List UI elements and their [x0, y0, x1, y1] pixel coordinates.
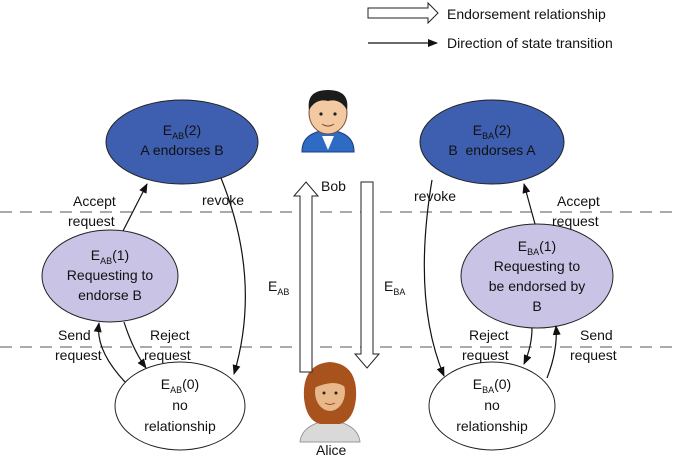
state-eab-0-line2: no: [172, 397, 188, 413]
state-eab-2-name: EAB(2): [163, 122, 201, 141]
arrow-ba-revoke: [423, 179, 445, 377]
label-ab-reject-1: Reject: [150, 327, 190, 343]
label-ba-send-1: Send: [580, 327, 613, 343]
legend-endorsement-label: Endorsement relationship: [447, 6, 606, 22]
state-eab-1-line3: endorse B: [78, 287, 142, 303]
state-eba-0-line3: relationship: [456, 418, 528, 434]
state-eba-0-name: EBA(0): [473, 376, 511, 395]
state-eab-0: EAB(0) no relationship: [114, 361, 246, 451]
state-eba-1-line4: B: [532, 298, 541, 314]
state-eba-2: EBA(2) B endorses A: [419, 99, 565, 185]
state-eba-1: EBA(1) Requesting to be endorsed by B: [460, 223, 614, 329]
label-ba-revoke: revoke: [414, 188, 456, 204]
state-eab-1-name: EAB(1): [91, 247, 129, 266]
label-ba-send-2: request: [570, 347, 617, 363]
label-ab-send-1: Send: [58, 327, 91, 343]
label-ba-accept-2: request: [552, 213, 599, 229]
state-eba-0: EBA(0) no relationship: [428, 361, 556, 451]
state-eab-0-name: EAB(0): [161, 376, 199, 395]
state-eab-1: EAB(1) Requesting to endorse B: [41, 229, 179, 323]
state-eba-2-name: EBA(2): [473, 122, 511, 141]
state-eba-2-desc: B endorses A: [448, 142, 536, 158]
legend-transition-label: Direction of state transition: [447, 35, 613, 51]
arrow-ab-accept: [122, 183, 148, 232]
label-eba: EBA: [384, 278, 405, 297]
legend: Endorsement relationship Direction of st…: [367, 1, 613, 51]
arrow-ba-reject: [523, 327, 533, 365]
state-eba-0-line2: no: [484, 397, 500, 413]
state-eba-1-line2: Requesting to: [494, 258, 581, 274]
label-ab-revoke: revoke: [202, 192, 244, 208]
label-ba-reject-1: Reject: [469, 327, 509, 343]
arrow-ab-send: [93, 322, 126, 383]
endorsement-arrow-eba: [353, 181, 381, 369]
state-eab-0-line3: relationship: [144, 418, 216, 434]
label-ba-reject-2: request: [462, 347, 509, 363]
arrow-ba-send: [546, 325, 561, 379]
alice-avatar-icon: [299, 362, 361, 443]
arrow-ab-reject: [123, 321, 147, 369]
endorsement-arrow-eab: [292, 181, 320, 373]
bob-label: Bob: [321, 178, 346, 194]
state-eab-2-desc: A endorses B: [140, 142, 223, 158]
label-ab-send-2: request: [55, 347, 102, 363]
state-eab-1-line2: Requesting to: [67, 267, 154, 283]
state-eba-1-line3: be endorsed by: [489, 278, 586, 294]
state-eab-2: EAB(2) A endorses B: [105, 99, 259, 185]
label-eab: EAB: [268, 278, 289, 297]
state-eba-1-name: EBA(1): [518, 238, 556, 257]
arrow-ab-revoke: [220, 177, 246, 375]
bob-avatar-icon: [301, 90, 355, 153]
label-ab-accept-1: Accept: [73, 193, 116, 209]
label-ab-accept-2: request: [68, 213, 115, 229]
label-ab-reject-2: request: [144, 347, 191, 363]
label-ba-accept-1: Accept: [557, 193, 600, 209]
alice-label: Alice: [316, 442, 347, 458]
arrow-ba-accept: [522, 183, 536, 225]
endorsement-legend-arrow-icon: [367, 1, 439, 25]
